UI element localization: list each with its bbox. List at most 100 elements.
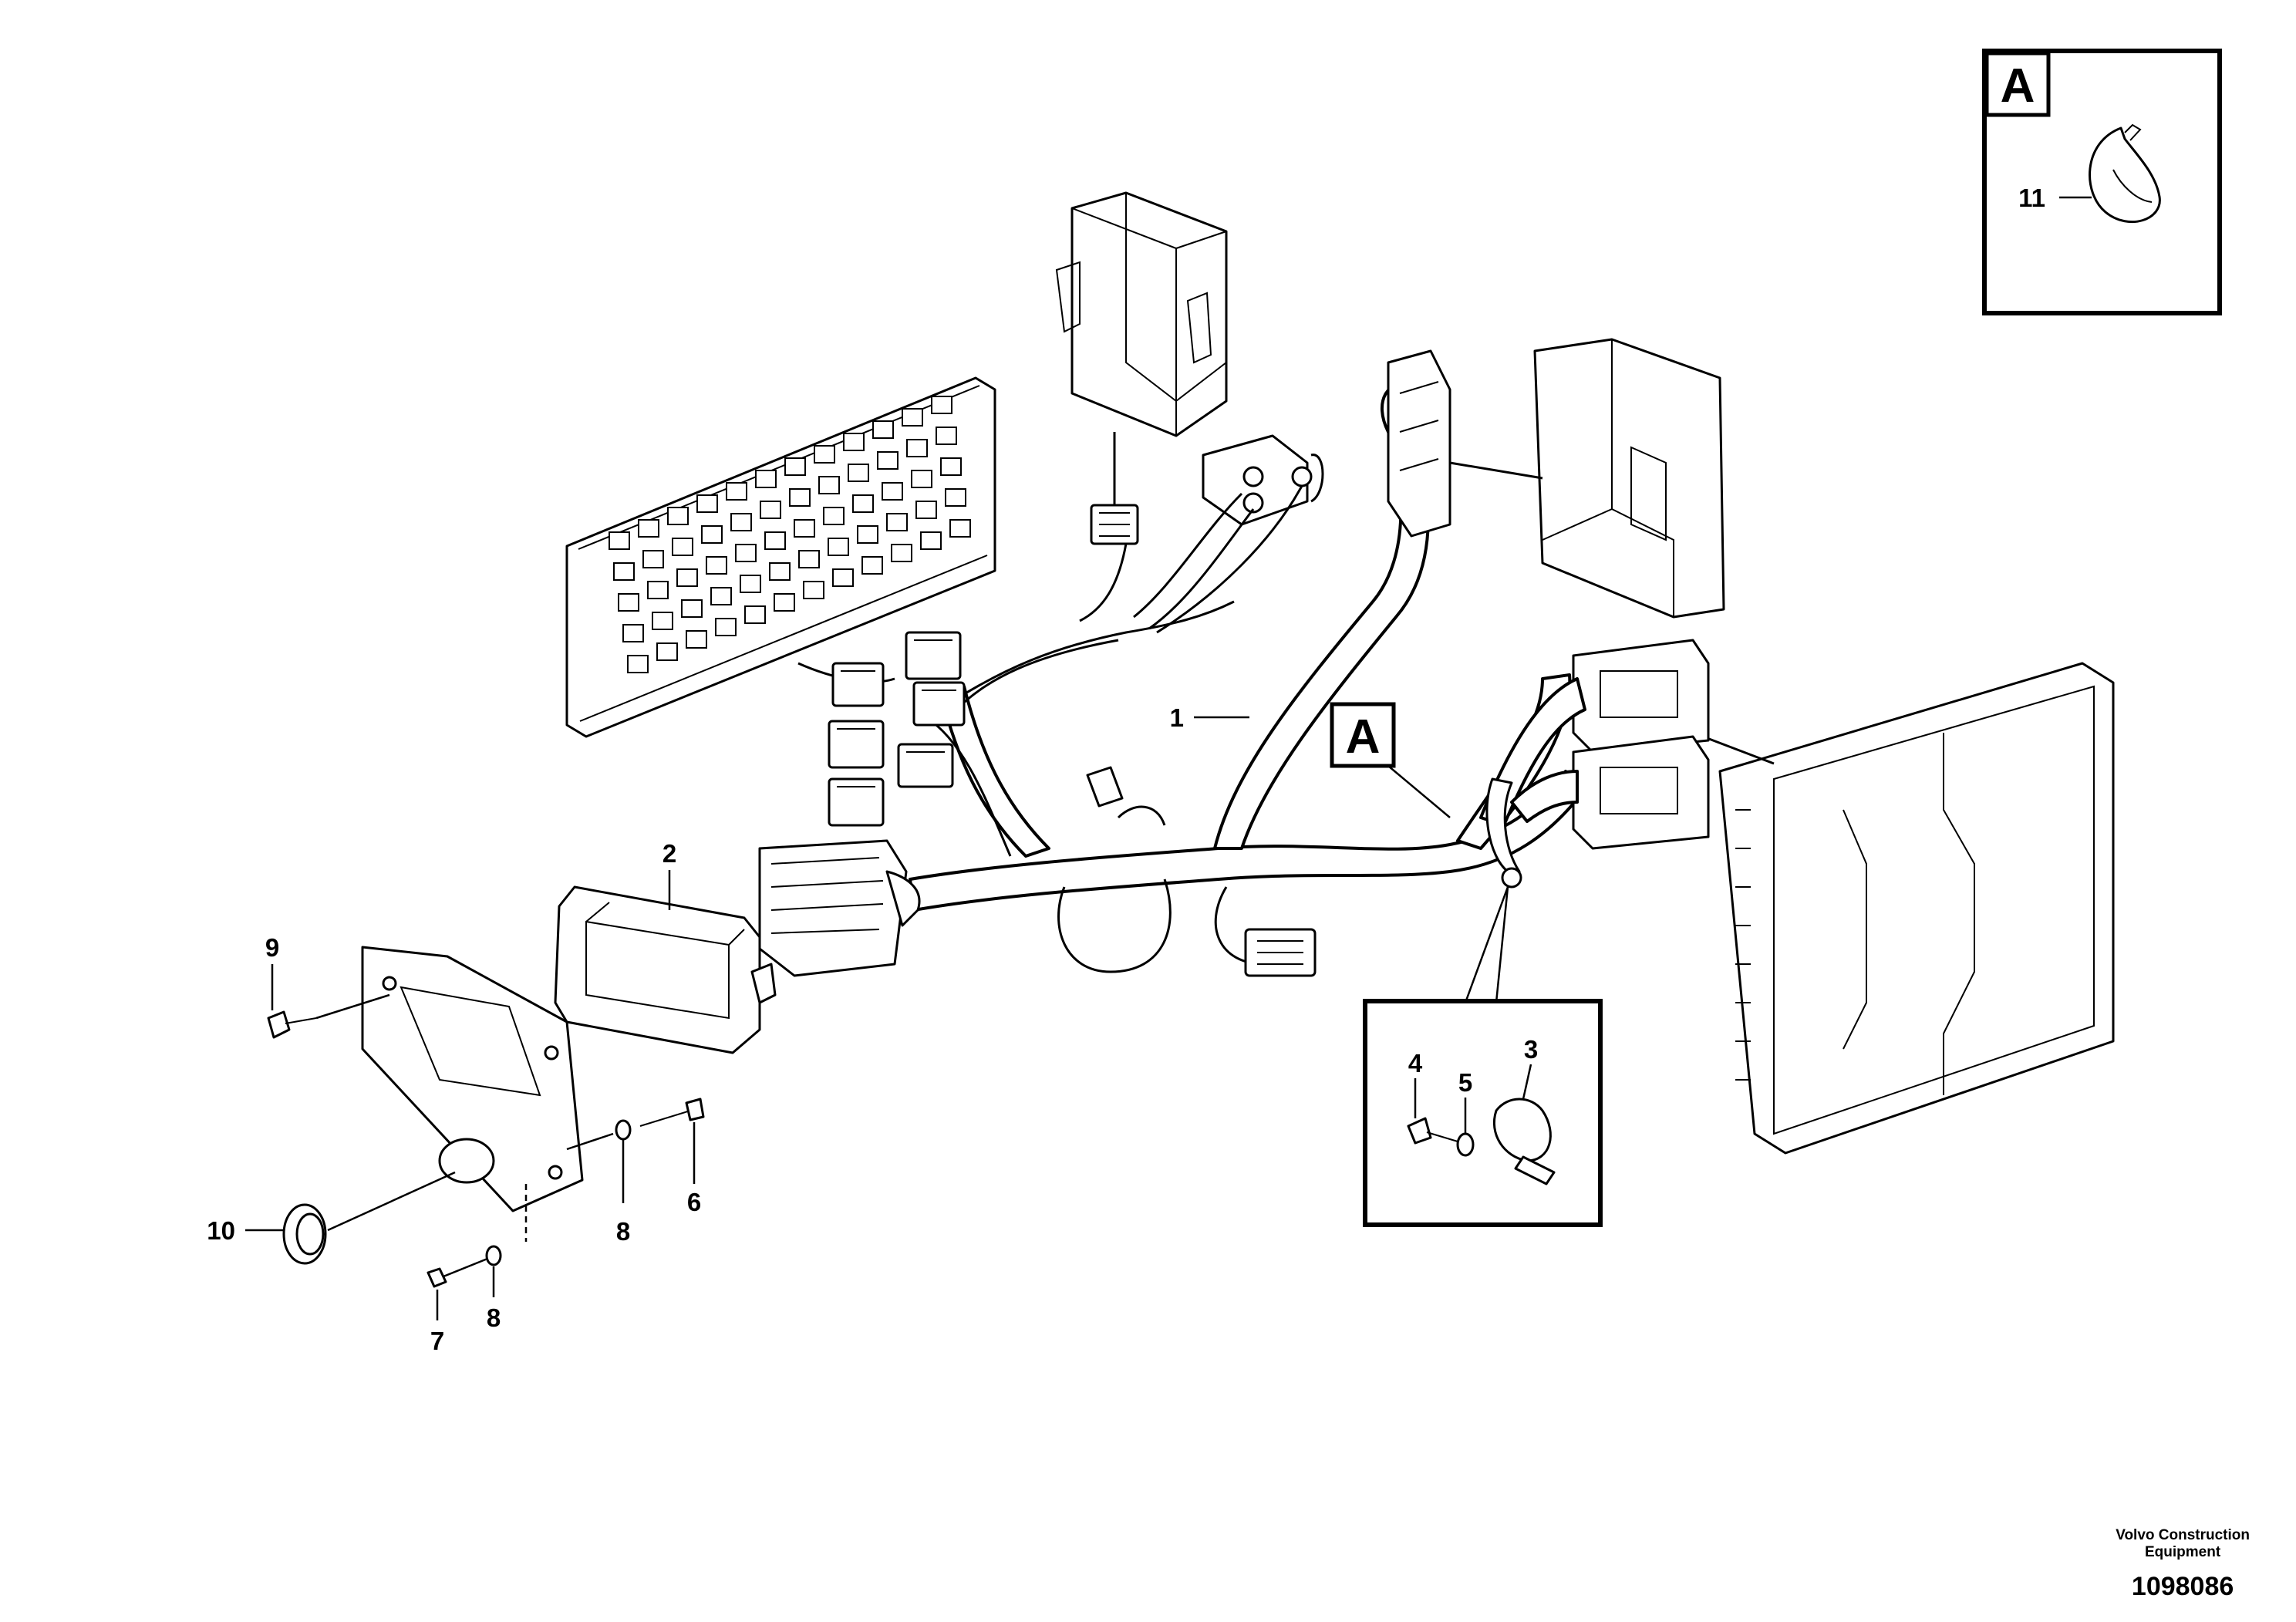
relay: [622, 624, 644, 642]
drawing-number: 1098086: [2131, 1572, 2234, 1601]
p-clamp-3-icon: [1492, 1098, 1556, 1185]
relay: [911, 470, 932, 488]
relay: [798, 550, 820, 568]
brand-line-1: Volvo Construction: [2116, 1527, 2250, 1543]
callout-9: 9: [265, 933, 279, 962]
relay: [794, 519, 815, 538]
upper-ecu-module: [1387, 338, 1725, 619]
relay: [882, 482, 903, 501]
relay: [638, 519, 659, 538]
relay: [676, 568, 698, 587]
relay: [656, 642, 678, 661]
detail-a-callout: A: [1330, 702, 1451, 818]
control-box: [1055, 191, 1228, 437]
callout-11: 11: [2018, 184, 2045, 212]
relay: [857, 525, 878, 544]
relay: [710, 587, 732, 605]
harness-connectors: [828, 631, 1317, 977]
washer-8-lower-icon: [485, 1245, 502, 1266]
detail-a-inset-label: A: [2001, 59, 2035, 113]
relay: [936, 427, 957, 445]
relay: [627, 655, 649, 673]
ecu-harness-connectors: [1479, 639, 1710, 850]
relay: [861, 556, 883, 575]
relay: [735, 544, 757, 562]
relay: [740, 575, 761, 593]
relay: [726, 482, 747, 501]
main-ecu-unit: [1692, 662, 2115, 1155]
relay: [940, 457, 962, 476]
footer: Volvo Construction Equipment 1098086: [2116, 1527, 2250, 1602]
clamp-detail-inset: 4 5 3: [1363, 886, 1603, 1227]
relay: [642, 550, 664, 568]
relay: [774, 593, 795, 612]
callout-5: 5: [1458, 1068, 1472, 1097]
callout-8-lower: 8: [487, 1303, 501, 1332]
relay-array: [609, 396, 971, 673]
relay: [852, 494, 874, 513]
callout-2: 2: [663, 839, 676, 868]
relay: [945, 488, 966, 507]
nut-7-icon: [426, 1267, 447, 1288]
detail-a-inset: A 11: [1982, 49, 2222, 315]
relay: [920, 531, 942, 550]
relay: [902, 408, 923, 427]
relay-module: [1079, 434, 1324, 634]
relay: [652, 612, 673, 630]
relay: [744, 605, 766, 624]
relay: [931, 396, 952, 414]
relay: [701, 525, 723, 544]
relay: [818, 476, 840, 494]
bolt-4-icon: [1407, 1117, 1458, 1145]
relay: [647, 581, 669, 599]
bolt-6-icon: [639, 1098, 705, 1127]
relay: [681, 599, 703, 618]
callout-7: 7: [430, 1327, 444, 1355]
callout-1: 1: [1170, 703, 1184, 732]
callout-3: 3: [1524, 1035, 1538, 1064]
washer-8-upper-icon: [615, 1119, 632, 1141]
relay: [686, 630, 707, 649]
relay: [877, 451, 899, 470]
relay: [755, 470, 777, 488]
relay: [715, 618, 737, 636]
relay: [803, 581, 824, 599]
relay: [872, 420, 894, 439]
callout-8-upper: 8: [616, 1217, 630, 1246]
relay: [848, 464, 869, 482]
washer-5-icon: [1456, 1132, 1475, 1157]
callout-10: 10: [207, 1216, 235, 1245]
grommet-10-icon: [282, 1203, 327, 1265]
relay: [672, 538, 693, 556]
relay: [823, 507, 845, 525]
pigtail-connector: [1090, 432, 1139, 545]
relay: [891, 544, 912, 562]
relay: [784, 457, 806, 476]
relay: [949, 519, 971, 538]
relay: [706, 556, 727, 575]
relay: [618, 593, 639, 612]
relay: [828, 538, 849, 556]
connector-frame: [554, 885, 777, 1054]
relay: [915, 501, 937, 519]
brand-line-2: Equipment: [2145, 1544, 2221, 1560]
relay: [696, 494, 718, 513]
fuse-relay-board: [565, 376, 996, 738]
relay: [667, 507, 689, 525]
relay: [906, 439, 928, 457]
relay: [814, 445, 835, 464]
callout-6: 6: [687, 1188, 701, 1216]
ecu-connector-block: [758, 839, 921, 977]
relay: [764, 531, 786, 550]
relay: [760, 501, 781, 519]
relay: [832, 568, 854, 587]
mounting-plate: [361, 946, 584, 1212]
relay: [730, 513, 752, 531]
relay: [769, 562, 791, 581]
callout-4: 4: [1408, 1049, 1423, 1077]
relay: [613, 562, 635, 581]
detail-a-callout-label: A: [1346, 710, 1381, 764]
bolt-9-icon: [267, 1010, 317, 1039]
relay: [609, 531, 630, 550]
